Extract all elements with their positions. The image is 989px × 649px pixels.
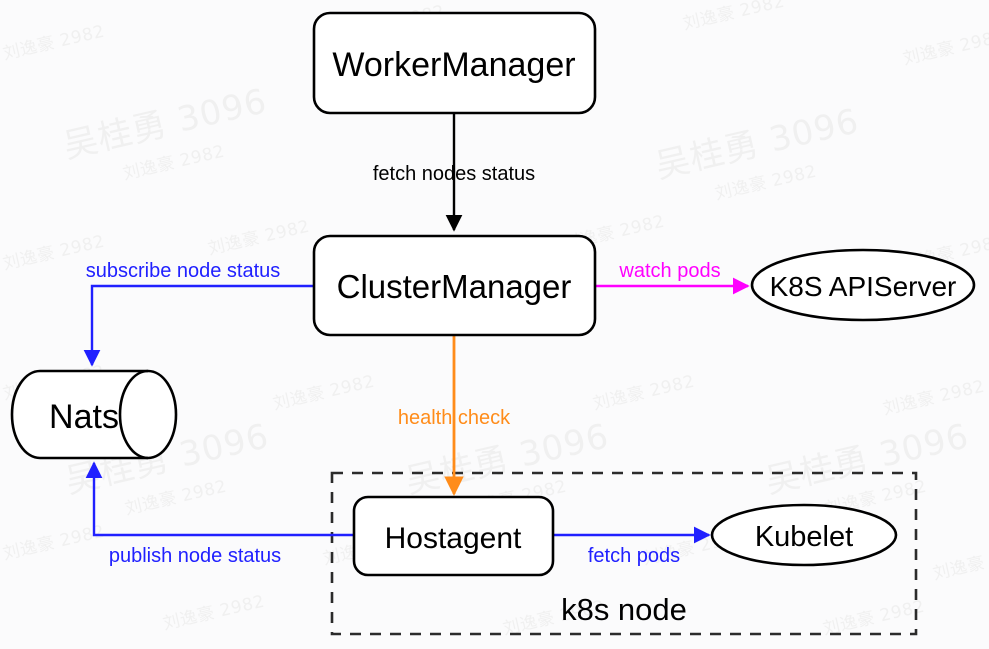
subscribe-node-status-line: [83, 284, 314, 367]
node-kubelet[interactable]: Kubelet: [710, 503, 898, 567]
clustermanager-box[interactable]: [312, 234, 597, 337]
hostagent-box[interactable]: [352, 495, 555, 577]
fetch-pods-label: fetch pods: [588, 545, 680, 567]
apiserver-label: K8S APIServer: [770, 271, 957, 302]
hostagent-label: Hostagent: [385, 522, 522, 555]
edge-health-check: health check: [398, 335, 511, 496]
nats-label: Nats: [49, 398, 119, 436]
edge-watch-pods: watch pods: [595, 260, 750, 295]
node-clustermanager[interactable]: ClusterManager: [312, 234, 597, 337]
workermanager-box[interactable]: [312, 11, 597, 115]
publish-node-status-line: [85, 461, 354, 537]
apiserver-ellipse[interactable]: [750, 248, 976, 322]
fetch-nodes-status-label: fetch nodes status: [373, 163, 535, 185]
workermanager-label: WorkerManager: [332, 46, 575, 84]
health-check-label: health check: [398, 407, 511, 429]
node-apiserver[interactable]: K8S APIServer: [750, 248, 976, 322]
kubelet-ellipse[interactable]: [710, 503, 898, 567]
clustermanager-label: ClusterManager: [337, 268, 572, 305]
k8s-node-dashed-border: [330, 471, 918, 636]
nats-cylinder-cap: [118, 369, 149, 460]
node-nats[interactable]: Nats: [10, 369, 178, 460]
kubelet-label: Kubelet: [755, 521, 853, 553]
publish-node-status-label: publish node status: [109, 545, 281, 567]
subscribe-node-status-label: subscribe node status: [86, 260, 281, 282]
edge-fetch-pods: fetch pods: [553, 526, 711, 567]
edge-subscribe-node-status: subscribe node status: [83, 260, 314, 367]
node-workermanager[interactable]: WorkerManager: [312, 11, 597, 115]
watch-pods-label: watch pods: [618, 260, 720, 282]
node-hostagent[interactable]: Hostagent: [352, 495, 555, 577]
group-k8s-node: k8s node: [330, 471, 918, 636]
k8s-node-label: k8s node: [561, 592, 687, 627]
edge-publish-node-status: publish node status: [85, 461, 354, 567]
edge-fetch-nodes-status: fetch nodes status: [373, 113, 535, 232]
